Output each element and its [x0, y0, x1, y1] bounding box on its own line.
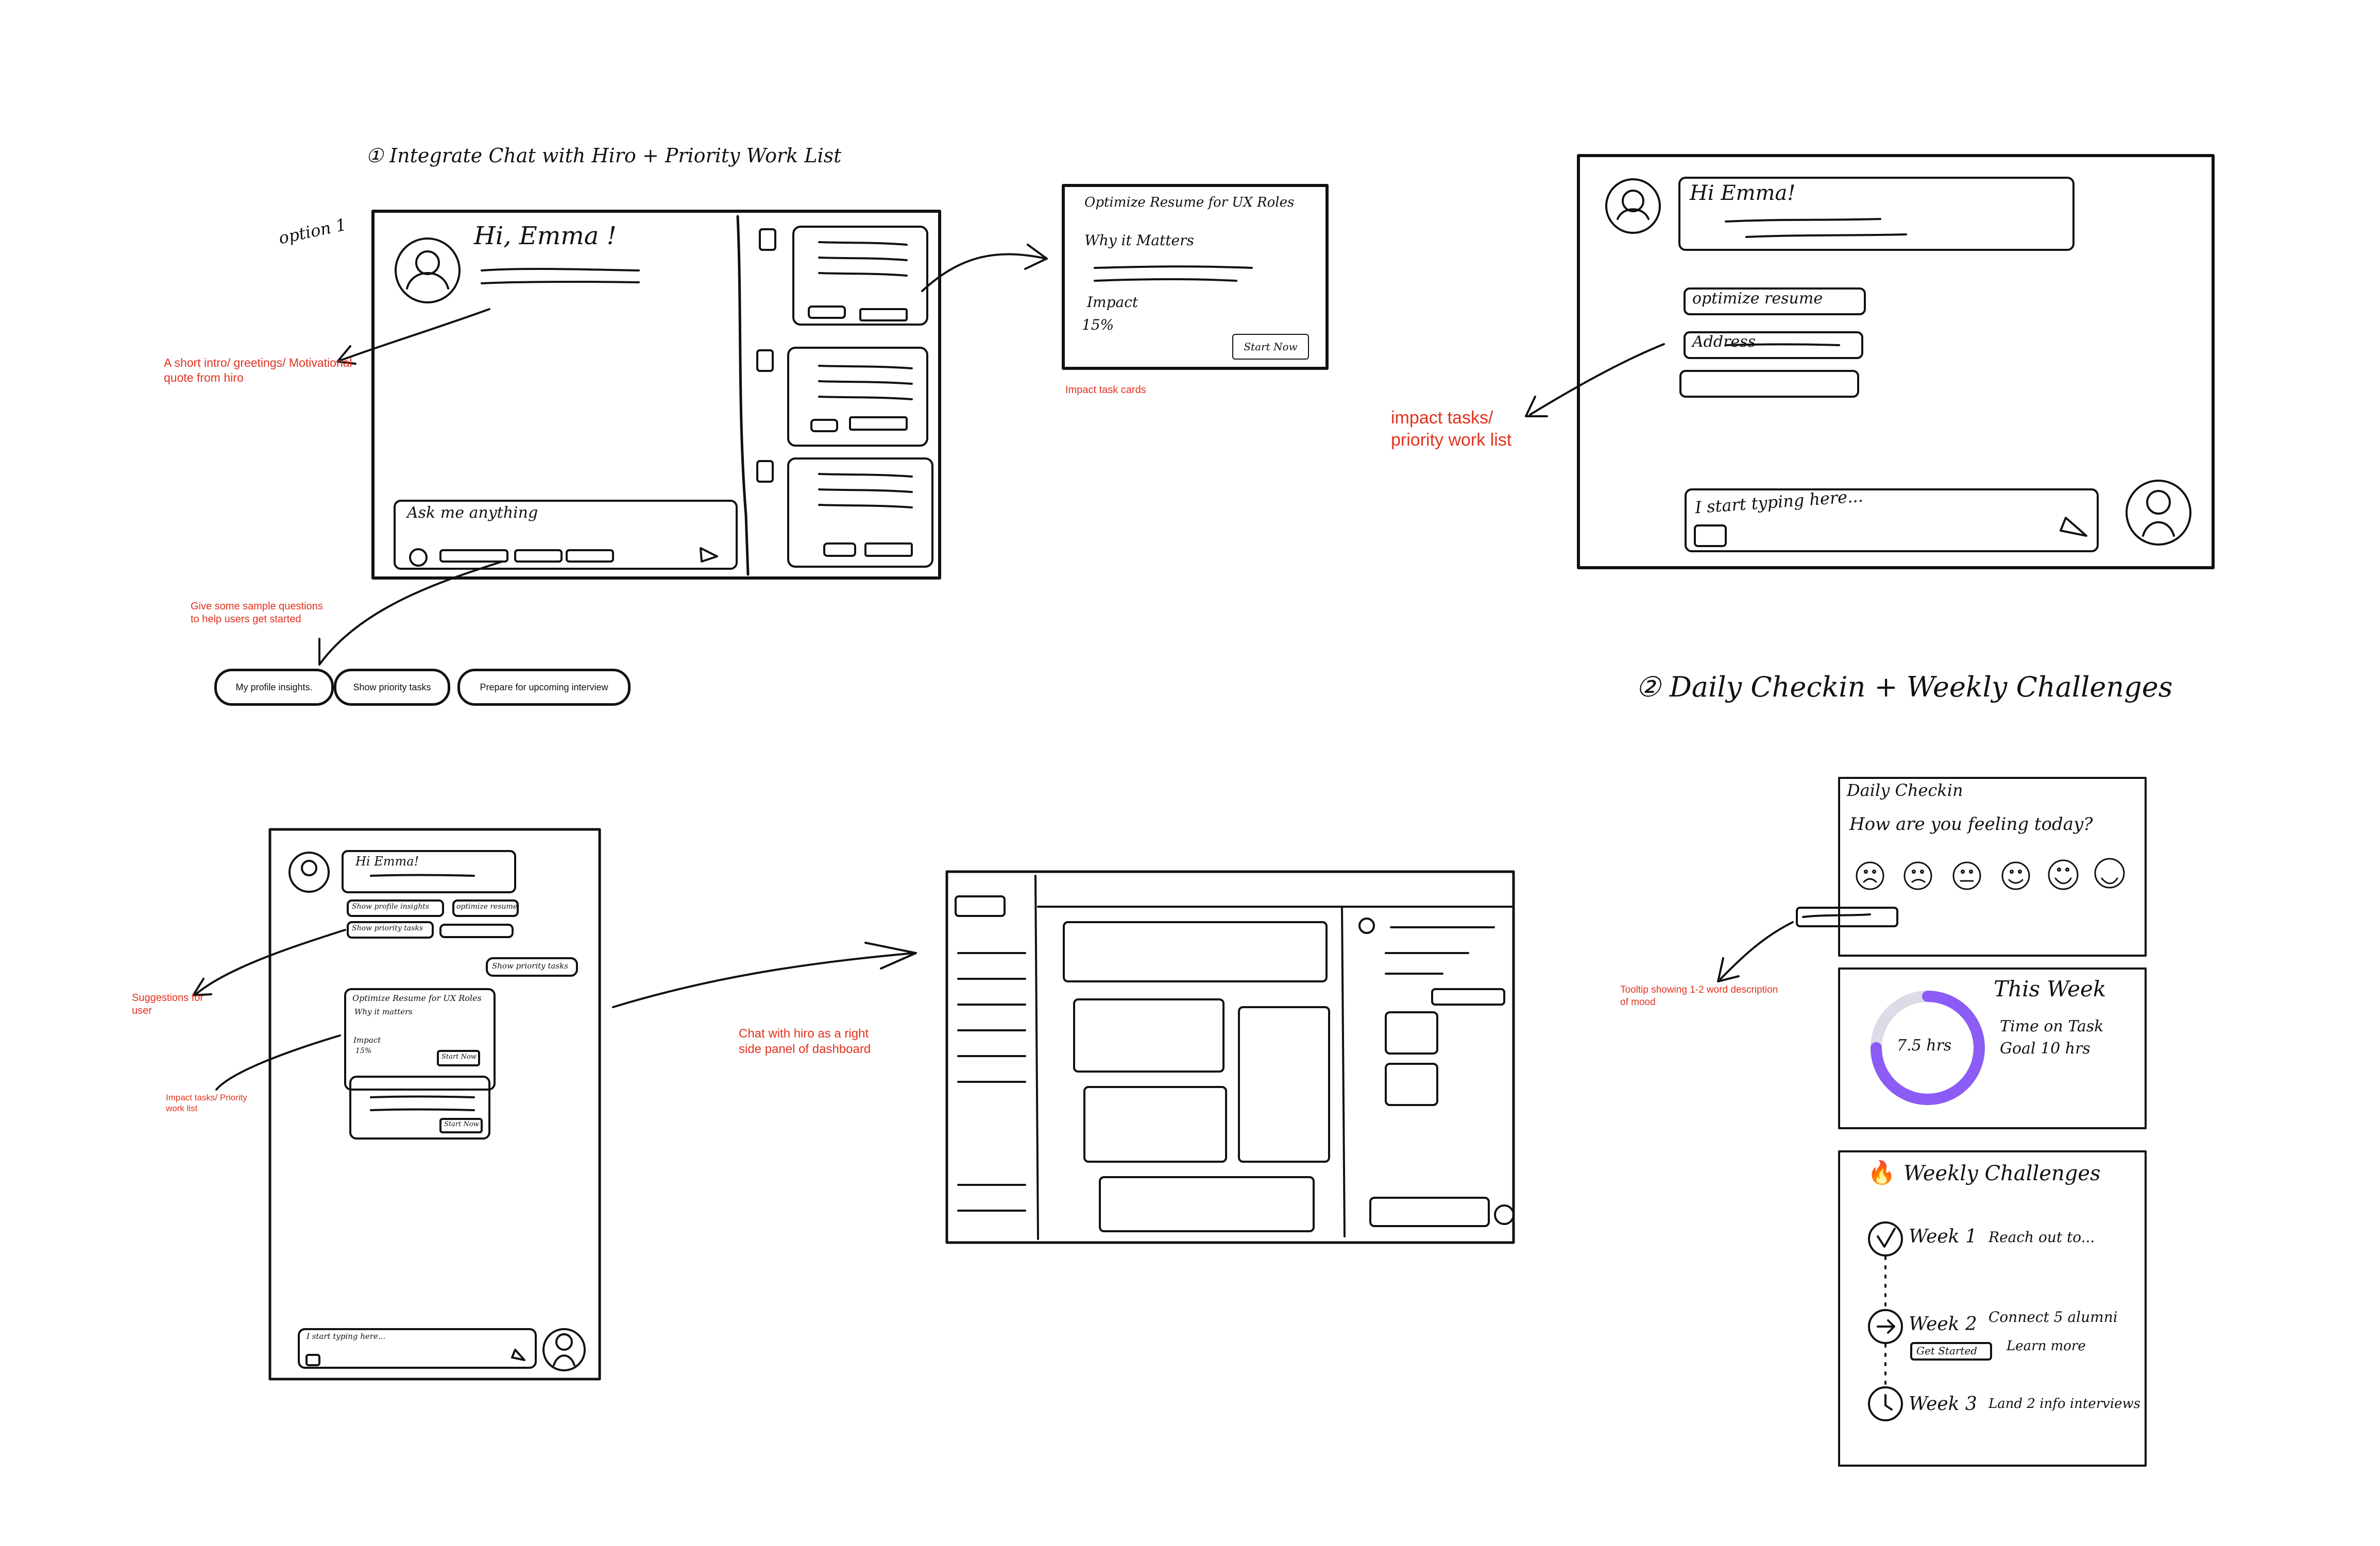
- hours-value: 7.5 hrs: [1897, 1037, 1952, 1055]
- attach-icon: [409, 548, 428, 567]
- arrow-circle-icon: [1868, 1309, 1903, 1344]
- send-icon: [2060, 517, 2087, 537]
- task-card-why: Why it Matters: [1084, 232, 1194, 249]
- week1-text: Reach out to...: [1988, 1229, 2095, 1246]
- mobile-input-placeholder: I start typing here...: [307, 1332, 386, 1341]
- right-chip-optimize: optimize resume: [1692, 290, 1823, 308]
- sample-question-interview[interactable]: Prepare for upcoming interview: [457, 669, 631, 706]
- task-card-sketch: [756, 347, 928, 447]
- user-avatar-icon: [542, 1328, 586, 1371]
- sample-question-priority[interactable]: Show priority tasks: [334, 669, 450, 706]
- weekly-challenges-card: [1838, 1150, 2147, 1467]
- goal-label: Goal 10 hrs: [2000, 1040, 2090, 1058]
- impact-cards-note: Impact task cards: [1065, 384, 1146, 396]
- this-week-title: This Week: [1994, 976, 2106, 1001]
- learn-more-link[interactable]: Learn more: [2007, 1338, 2086, 1354]
- dashboard-wireframe: [945, 870, 1515, 1244]
- arrow: [1720, 921, 1794, 980]
- task-card-impact: Impact: [1087, 294, 1138, 311]
- send-icon: [700, 547, 718, 563]
- chat-input-placeholder: Ask me anything: [407, 504, 538, 522]
- mobile-card-why: Why it matters: [354, 1007, 413, 1016]
- chat-input-box: [1685, 488, 2099, 552]
- mobile-card-value: 15%: [355, 1047, 372, 1055]
- mobile-card-button[interactable]: Start Now: [441, 1053, 477, 1061]
- mobile-card-impact: Impact: [353, 1035, 381, 1045]
- arrow: [921, 253, 1047, 292]
- arrow: [215, 1034, 341, 1091]
- task-card-sketch: [756, 457, 933, 568]
- arrow: [1529, 343, 1665, 416]
- clock-circle-icon: [1868, 1386, 1903, 1421]
- week2-text: Connect 5 alumni: [1988, 1309, 2118, 1326]
- week3-text: Land 2 info interviews: [1988, 1396, 2141, 1412]
- section2-title: ② Daily Checkin + Weekly Challenges: [1636, 671, 2173, 703]
- section1-title: ① Integrate Chat with Hiro + Priority Wo…: [366, 144, 842, 167]
- user-avatar-icon: [2126, 480, 2191, 546]
- start-now-button[interactable]: Start Now: [1232, 334, 1309, 360]
- chat-greeting: Hi, Emma !: [474, 222, 617, 250]
- daily-checkin-question: How are you feeling today?: [1849, 814, 2093, 835]
- right-greeting: Hi Emma!: [1690, 181, 1796, 205]
- check-circle-icon: [1868, 1221, 1903, 1256]
- samples-note: Give some sample questions to help users…: [191, 601, 323, 625]
- hiro-avatar-icon: [1605, 178, 1661, 234]
- hiro-avatar-icon: [288, 852, 330, 893]
- get-started-button[interactable]: Get Started: [1916, 1345, 1978, 1357]
- mobile-suggestion-3: Show priority tasks: [352, 924, 423, 932]
- mobile-sent-message: Show priority tasks: [492, 961, 568, 971]
- arrow: [318, 560, 503, 666]
- task-card-sketch: [759, 226, 928, 326]
- mobile-suggestion-1: Show profile insights: [352, 903, 430, 911]
- time-on-task-label: Time on Task: [2000, 1017, 2104, 1035]
- intro-note: A short intro/ greetings/ Motivational q…: [164, 356, 352, 384]
- impact-task-card: [1062, 184, 1329, 370]
- impact-tasks-note: impact tasks/ priority work list: [1391, 408, 1512, 450]
- mobile-card2-button[interactable]: Start Now: [444, 1120, 479, 1128]
- daily-checkin-title: Daily Checkin: [1847, 780, 1963, 800]
- daily-checkin-card: [1796, 777, 2147, 957]
- suggestions-note: Suggestions for user: [132, 992, 203, 1016]
- weekly-challenges-title: Weekly Challenges: [1903, 1162, 2101, 1185]
- chat-input-box: [394, 500, 738, 570]
- mobile-greeting: Hi Emma!: [355, 854, 419, 869]
- arrow: [339, 308, 490, 362]
- attach-icon: [1694, 524, 1727, 547]
- week3-label: Week 3: [1909, 1394, 1977, 1415]
- fire-icon: 🔥: [1867, 1160, 1896, 1186]
- week1-label: Week 1: [1909, 1226, 1977, 1247]
- hiro-avatar-icon: [395, 237, 461, 303]
- send-icon: [511, 1349, 525, 1361]
- impact-tasks-mobile-note: Impact tasks/ Priority work list: [166, 1093, 247, 1114]
- progress-ring-fill: [1871, 991, 1985, 1105]
- task-card-impact-value: 15%: [1082, 316, 1114, 333]
- right-chip-address: Address: [1692, 333, 1756, 351]
- mobile-suggestion-2: optimize resume: [456, 903, 518, 911]
- chat-wireframe-option2: [1577, 154, 2215, 569]
- week2-label: Week 2: [1909, 1314, 1977, 1335]
- arrow: [612, 952, 915, 1008]
- mobile-chat-wireframe: [268, 828, 601, 1381]
- sample-question-profile[interactable]: My profile insights.: [214, 669, 334, 706]
- mobile-card-title: Optimize Resume for UX Roles: [352, 993, 482, 1003]
- chat-input-box: [298, 1328, 537, 1369]
- task-card-title: Optimize Resume for UX Roles: [1084, 195, 1295, 210]
- this-week-card: [1838, 967, 2147, 1129]
- tooltip-note: Tooltip showing 1-2 word description of …: [1620, 984, 1778, 1008]
- chat-panel-note: Chat with hiro as a right side panel of …: [739, 1027, 871, 1056]
- mood-emoji-icons: [1856, 858, 2125, 890]
- chat-wireframe-option1: [371, 210, 941, 580]
- mood-tooltip: [1796, 907, 1898, 927]
- arrow: [195, 929, 346, 995]
